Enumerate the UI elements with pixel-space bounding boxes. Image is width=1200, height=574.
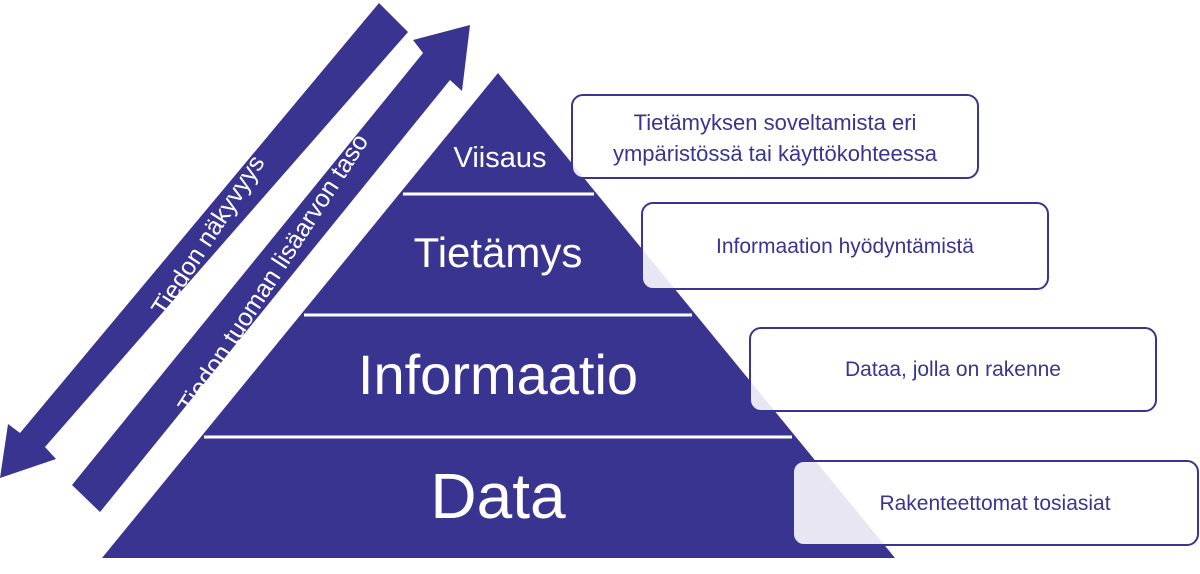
callout-text-line: Dataa, jolla on rakenne bbox=[845, 358, 1061, 381]
callout-text-line: ympäristössä tai käyttökohteessa bbox=[613, 141, 938, 166]
value-arrow-shape bbox=[72, 25, 470, 512]
level-label-data: Data bbox=[430, 460, 566, 532]
visibility-arrow-shape bbox=[0, 3, 408, 478]
pyramid: Viisaus Tietämys Informaatio Data bbox=[102, 73, 895, 558]
level-label-knowledge: Tietämys bbox=[414, 229, 583, 276]
level-label-wisdom: Viisaus bbox=[454, 142, 547, 174]
callout-data: Rakenteettomat tosiasiat bbox=[792, 460, 1199, 546]
callout-box bbox=[571, 94, 979, 179]
callout-text-line: Rakenteettomat tosiasiat bbox=[879, 492, 1110, 515]
level-label-information: Informaatio bbox=[358, 343, 638, 406]
callout-box bbox=[749, 327, 1157, 412]
callout-text-line: Tietämyksen soveltamista eri bbox=[634, 110, 917, 135]
callout-box bbox=[792, 460, 1199, 546]
callout-information: Dataa, jolla on rakenne bbox=[749, 327, 1157, 412]
callout-box bbox=[641, 202, 1049, 290]
callout-wisdom: Tietämyksen soveltamista eri ympäristöss… bbox=[571, 94, 979, 179]
callout-knowledge: Informaation hyödyntämistä bbox=[641, 202, 1049, 290]
callout-text-line: Informaation hyödyntämistä bbox=[716, 235, 974, 258]
